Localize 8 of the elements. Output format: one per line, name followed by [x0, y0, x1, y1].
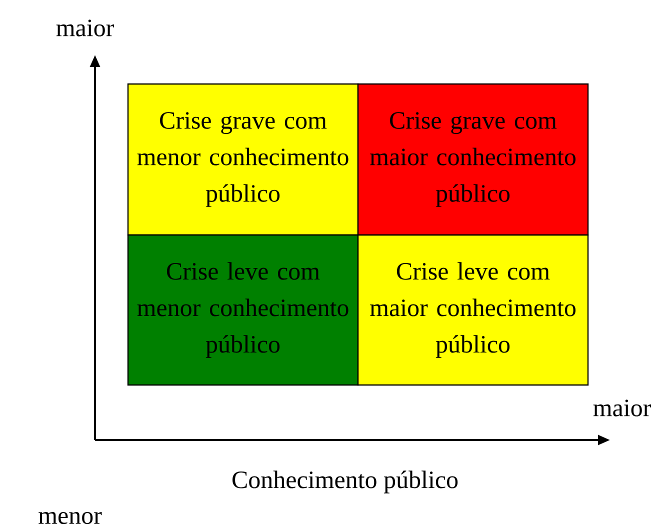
axis-label: maior [56, 20, 114, 36]
axis-label: Conhecimento público [232, 470, 458, 494]
axis-label: maior [593, 400, 651, 416]
quadrant-cell: Crise grave com menor conhecimento público [127, 83, 359, 236]
axis-label: menor [38, 512, 102, 524]
quadrant-cell: Crise leve com menor conhecimento público [127, 234, 359, 386]
quadrant-cell: Crise grave com maior conhecimento público [357, 83, 589, 236]
quadrant-cell: Crise leve com maior conhecimento público [357, 234, 589, 386]
